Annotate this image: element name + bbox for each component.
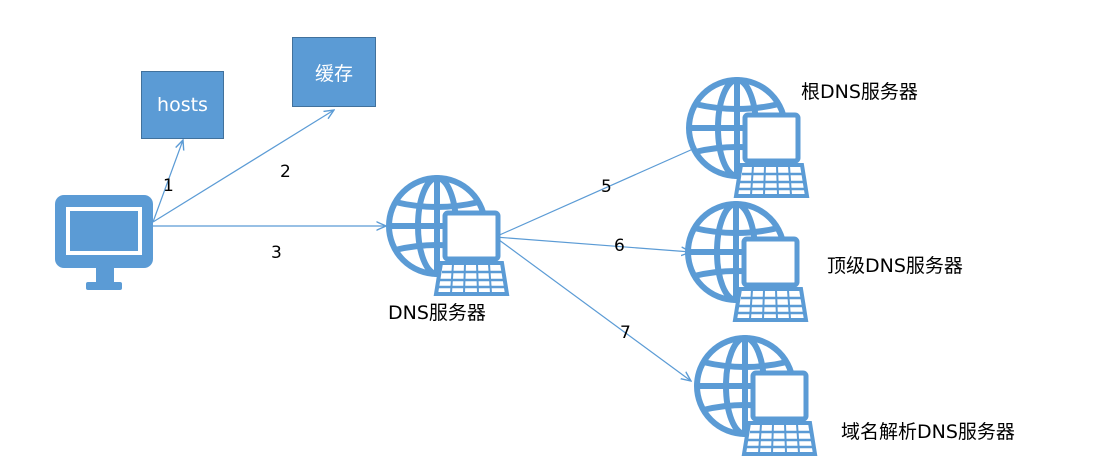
tld-dns-server-icon (688, 204, 806, 320)
dns-server-icon (389, 178, 507, 294)
dns-server-label: DNS服务器 (388, 302, 486, 324)
root-dns-server-label: 根DNS服务器 (801, 81, 918, 103)
edge-1-line (152, 140, 183, 223)
tld-dns-server-label: 顶级DNS服务器 (827, 255, 963, 277)
edge-7-line (494, 236, 691, 381)
client-monitor-icon (55, 195, 153, 290)
authoritative-dns-server-label: 域名解析DNS服务器 (841, 421, 1015, 443)
edge-label-3: 3 (271, 243, 282, 263)
edge-5-line (494, 145, 702, 238)
hosts-file-box: hosts (141, 71, 224, 139)
edge-label-7: 7 (620, 323, 631, 343)
root-dns-server-icon (689, 80, 807, 196)
edge-6-line (494, 236, 691, 252)
edge-2-line (152, 110, 334, 223)
edge-label-6: 6 (614, 236, 625, 256)
edge-label-2: 2 (280, 162, 291, 182)
cache-box: 缓存 (292, 37, 376, 107)
edge-label-1: 1 (163, 176, 174, 196)
edge-label-5: 5 (601, 177, 612, 197)
authoritative-dns-server-icon (697, 338, 815, 454)
